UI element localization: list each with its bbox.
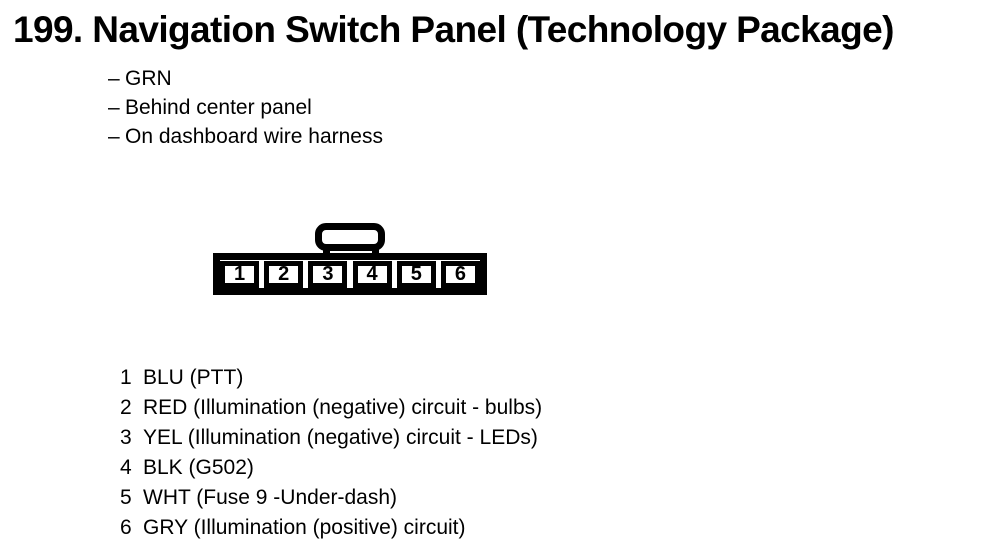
pin-row: 5 WHT (Fuse 9 -Under-dash) (120, 483, 542, 513)
pin-cell-number: 4 (366, 263, 378, 285)
note-item: –Behind center panel (108, 93, 383, 122)
pin-cell-number: 3 (322, 263, 334, 285)
pin-cell-number: 5 (410, 263, 422, 285)
pin-list: 1 BLU (PTT) 2 RED (Illumination (negativ… (120, 363, 542, 543)
note-item: –GRN (108, 64, 383, 93)
connector-lock-tab (315, 223, 385, 251)
connector-pin-cell: 3 (308, 260, 348, 288)
pin-row: 6 GRY (Illumination (positive) circuit) (120, 513, 542, 543)
pin-row: 4 BLK (G502) (120, 453, 542, 483)
note-text: GRN (125, 67, 172, 90)
pin-cell-number: 2 (278, 263, 290, 285)
note-dash: – (108, 67, 120, 90)
pin-row: 2 RED (Illumination (negative) circuit -… (120, 393, 542, 423)
note-dash: – (108, 96, 120, 119)
pin-row: 1 BLU (PTT) (120, 363, 542, 393)
pin-number: 1 (120, 366, 132, 389)
connector-pin-cell: 2 (264, 260, 304, 288)
pin-cell-number: 1 (233, 263, 246, 285)
pin-label: BLK (G502) (143, 456, 254, 479)
note-text: On dashboard wire harness (125, 125, 383, 148)
pin-label: YEL (Illumination (negative) circuit - L… (143, 426, 538, 449)
note-item: –On dashboard wire harness (108, 122, 383, 151)
pin-label: GRY (Illumination (positive) circuit) (143, 516, 466, 539)
pin-label: RED (Illumination (negative) circuit - b… (143, 396, 543, 419)
pin-number: 2 (120, 396, 132, 419)
connector-pin-cell: 4 (352, 260, 392, 288)
pin-cell-number: 6 (454, 263, 466, 285)
note-text: Behind center panel (125, 96, 312, 119)
connector-pin-cell: 1 (220, 260, 259, 288)
pin-number: 3 (120, 426, 132, 449)
connector-pin-cell: 6 (440, 260, 480, 288)
pin-label: WHT (Fuse 9 -Under-dash) (143, 486, 398, 509)
location-notes: –GRN –Behind center panel –On dashboard … (108, 64, 383, 151)
pin-row: 3 YEL (Illumination (negative) circuit -… (120, 423, 542, 453)
note-dash: – (108, 125, 120, 148)
pin-number: 6 (120, 516, 132, 539)
page-title: 199. Navigation Switch Panel (Technology… (13, 9, 894, 50)
connector-body: 1 2 3 4 5 6 (213, 253, 487, 295)
pin-number: 5 (120, 486, 132, 509)
pin-label: BLU (PTT) (143, 366, 244, 389)
pin-number: 4 (120, 456, 132, 479)
connector-pin-cell: 5 (396, 260, 436, 288)
